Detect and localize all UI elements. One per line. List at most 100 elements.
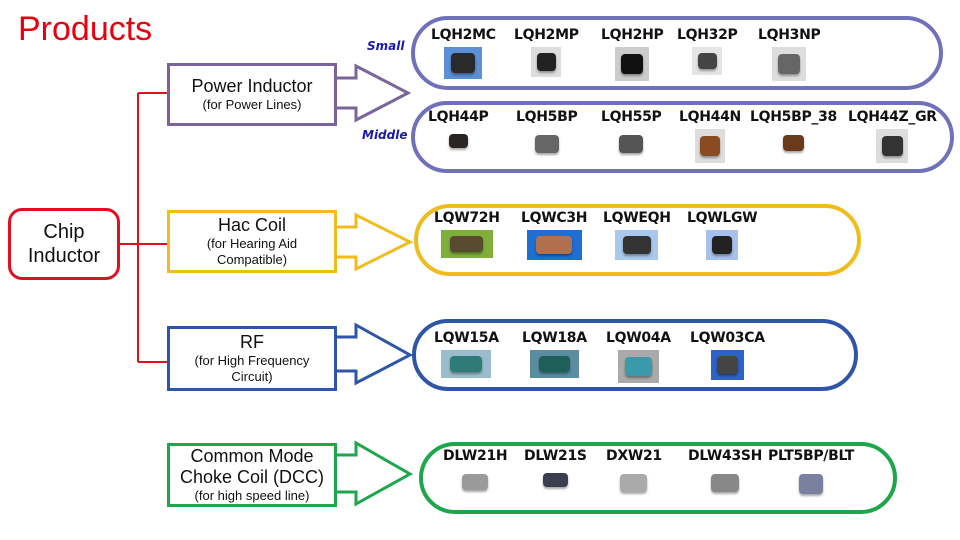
component-shape — [623, 236, 651, 254]
product-image — [703, 468, 748, 498]
product-item: DLW21H — [443, 448, 508, 496]
product-image — [526, 230, 582, 260]
product-item: LQH2MC — [431, 27, 496, 79]
product-name: LQWEQH — [603, 210, 671, 226]
category-title: Common Mode — [190, 446, 314, 466]
component-shape — [778, 53, 801, 75]
product-name: LQH44N — [679, 109, 741, 125]
product-name: LQW18A — [522, 330, 587, 346]
category-rf: RF (for High Frequency Circuit) — [167, 326, 337, 391]
product-name: LQW72H — [434, 210, 500, 226]
product-image — [706, 230, 739, 260]
product-image — [710, 350, 744, 380]
size-label-small: Small — [367, 39, 405, 53]
component-shape — [711, 236, 733, 254]
category-common-mode-choke: Common Mode Choke Coil (DCC) (for high s… — [167, 443, 337, 507]
product-name: LQH44Z_GR — [848, 109, 937, 125]
product-name: LQH5BP_38 — [750, 109, 837, 125]
root-line2: Inductor — [27, 245, 101, 267]
category-title: Power Inductor — [191, 76, 313, 96]
page-title: Products — [18, 10, 153, 48]
product-name: DLW43SH — [688, 448, 763, 464]
product-item: LQW18A — [522, 330, 587, 378]
product-name: LQH2MP — [514, 27, 579, 43]
component-shape — [619, 135, 644, 153]
component-shape — [697, 52, 717, 70]
component-shape — [448, 133, 468, 149]
component-shape — [798, 474, 824, 494]
product-name: LQH32P — [677, 27, 738, 43]
product-item: LQH5BP — [516, 109, 578, 159]
product-image — [692, 47, 723, 75]
component-shape — [620, 474, 648, 492]
product-item: LQH5BP_38 — [750, 109, 837, 157]
component-shape — [450, 355, 483, 373]
arrow-rf — [335, 322, 414, 386]
arrow-power — [335, 63, 412, 123]
product-item: PLT5BP/BLT — [768, 448, 854, 500]
chip-inductor-node: Chip Inductor — [8, 208, 120, 280]
product-name: DXW21 — [606, 448, 662, 464]
product-image — [612, 468, 655, 498]
product-item: DLW21S — [524, 448, 587, 492]
component-shape — [450, 235, 484, 253]
product-item: LQW03CA — [690, 330, 765, 380]
component-shape — [534, 135, 559, 153]
product-item: DXW21 — [606, 448, 662, 498]
product-image — [772, 47, 807, 81]
product-name: LQH2MC — [431, 27, 496, 43]
product-name: LQW15A — [434, 330, 499, 346]
product-name: LQWLGW — [687, 210, 758, 226]
product-image — [617, 350, 659, 383]
product-item: LQH55P — [601, 109, 662, 159]
product-item: LQH3NP — [758, 27, 821, 81]
product-image — [455, 468, 496, 496]
product-image — [440, 230, 493, 258]
product-item: LQW04A — [606, 330, 671, 383]
product-name: DLW21S — [524, 448, 587, 464]
product-name: LQW03CA — [690, 330, 765, 346]
category-power-inductor: Power Inductor (for Power Lines) — [167, 63, 337, 126]
category-title: RF — [240, 332, 264, 352]
category-subtitle: Circuit) — [231, 369, 273, 384]
product-name: PLT5BP/BLT — [768, 448, 855, 464]
product-name: LQH55P — [601, 109, 662, 125]
product-image — [531, 47, 562, 77]
product-item: LQW15A — [434, 330, 499, 378]
category-subtitle: (for high speed line) — [194, 488, 310, 503]
product-item: LQH44Z_GR — [848, 109, 937, 163]
product-image — [535, 468, 576, 492]
component-shape — [536, 236, 572, 254]
category-subtitle: (for Power Lines) — [202, 97, 302, 112]
component-shape — [621, 53, 644, 75]
product-item: LQH32P — [677, 27, 738, 75]
product-item: LQH2HP — [601, 27, 664, 81]
product-image — [777, 129, 810, 157]
component-shape — [536, 53, 556, 71]
product-group-power-middle — [411, 101, 954, 173]
product-name: LQH3NP — [758, 27, 821, 43]
arrow-hac — [335, 212, 414, 272]
product-item: LQWC3H — [521, 210, 588, 260]
product-image — [615, 230, 659, 260]
arrow-dcc — [335, 440, 414, 507]
product-image — [529, 350, 579, 378]
product-image — [694, 129, 725, 163]
product-name: LQWC3H — [521, 210, 588, 226]
component-shape — [716, 356, 738, 374]
category-title: Hac Coil — [217, 215, 287, 235]
component-shape — [462, 473, 488, 491]
component-shape — [451, 53, 476, 73]
component-shape — [783, 134, 804, 152]
product-item: DLW43SH — [688, 448, 762, 498]
product-item: LQH44N — [679, 109, 741, 163]
product-image — [444, 47, 483, 79]
component-shape — [625, 356, 652, 377]
component-shape — [538, 355, 571, 373]
size-label-middle: Middle — [362, 128, 408, 142]
product-image — [792, 468, 831, 500]
product-image — [615, 47, 650, 81]
product-name: LQW04A — [606, 330, 671, 346]
product-item: LQH44P — [428, 109, 489, 153]
